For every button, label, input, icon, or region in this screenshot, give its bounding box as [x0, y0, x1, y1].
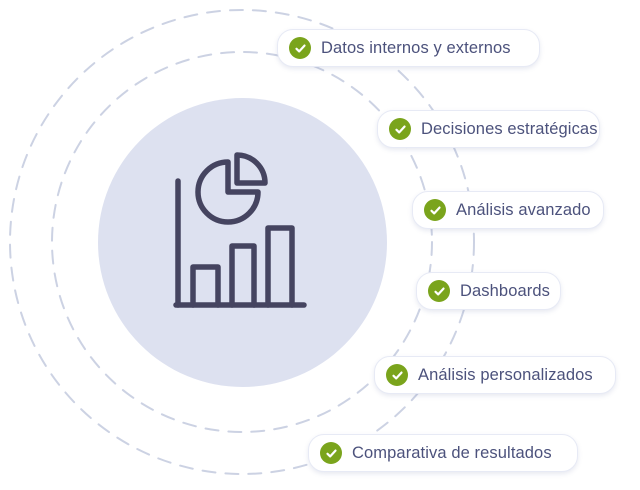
feature-label: Análisis personalizados [418, 365, 593, 384]
check-icon [428, 280, 450, 302]
feature-pill-dashboards: Dashboards [416, 272, 561, 310]
bar-chart-glyph [190, 225, 295, 308]
feature-label: Decisiones estratégicas [421, 119, 598, 138]
feature-label: Análisis avanzado [456, 200, 591, 219]
feature-label: Datos internos y externos [321, 38, 511, 57]
feature-label: Dashboards [460, 281, 550, 300]
axes-glyph [173, 178, 307, 308]
analytics-chart-icon [173, 152, 307, 308]
feature-pill-comparativa: Comparativa de resultados [308, 434, 578, 472]
check-icon [320, 442, 342, 464]
pie-chart-glyph [195, 152, 268, 225]
check-icon [289, 37, 311, 59]
feature-pill-datos-internos: Datos internos y externos [277, 29, 540, 67]
feature-pill-analisis-avanzado: Análisis avanzado [412, 191, 604, 229]
orbit-dashed-circle-inner [51, 51, 433, 433]
check-icon [389, 118, 411, 140]
feature-label: Comparativa de resultados [352, 443, 552, 462]
orbit-dashed-circle-outer [9, 9, 475, 475]
feature-pill-analisis-personalizados: Análisis personalizados [374, 356, 616, 394]
check-icon [424, 199, 446, 221]
feature-pill-decisiones: Decisiones estratégicas [377, 110, 600, 148]
check-icon [386, 364, 408, 386]
center-disc [98, 98, 387, 387]
